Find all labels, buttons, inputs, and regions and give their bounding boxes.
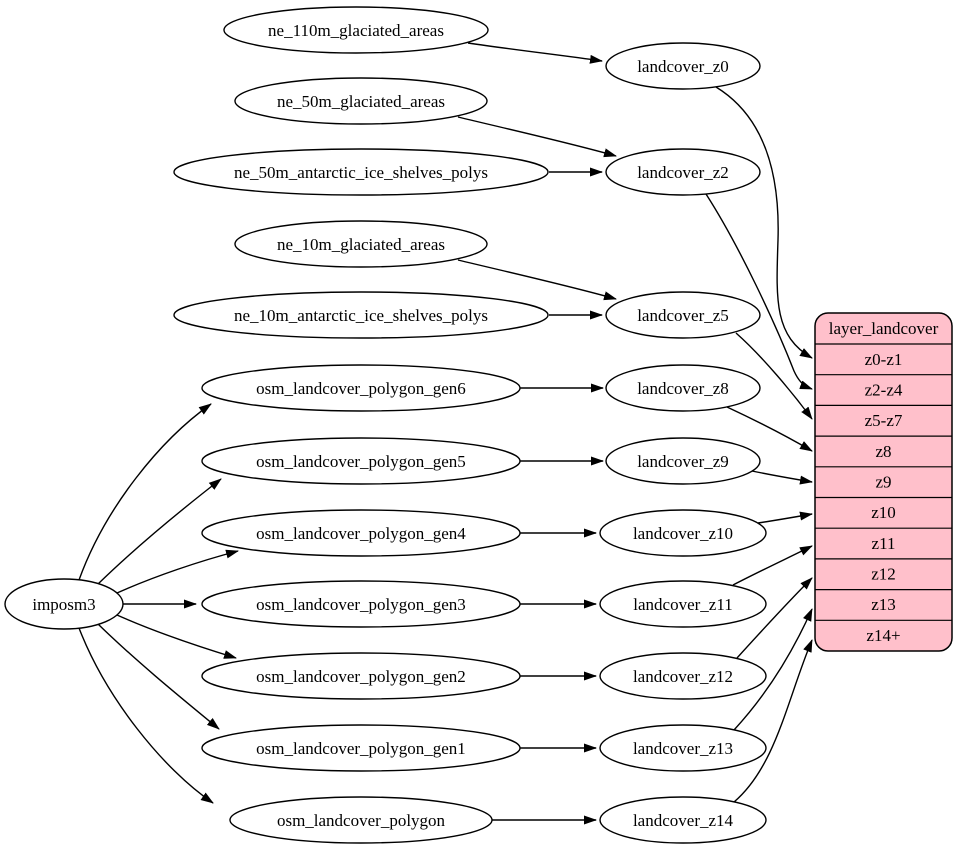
record-layer-landcover: layer_landcover z0-z1 z2-z4 z5-z7 z8 z9 … [814,312,953,652]
node-osm-landcover-polygon-gen6: osm_landcover_polygon_gen6 [201,364,521,412]
record-row-z11: z11 [872,534,896,553]
node-osm-landcover-polygon-gen5: osm_landcover_polygon_gen5 [201,437,521,485]
node-osm-landcover-polygon-gen1: osm_landcover_polygon_gen1 [201,724,521,772]
edge-landcover-z9-to-row-z9 [751,470,813,485]
node-osm-landcover-polygon: osm_landcover_polygon [229,796,493,844]
edge-imposm3-to-gen4 [116,549,239,594]
node-landcover-z12: landcover_z12 [599,652,767,700]
node-label: landcover_z2 [637,163,729,182]
edge-landcover-z14-to-row-z14plus [733,639,813,803]
edge-imposm3-to-gen2 [116,614,237,659]
edge-landcover-z0-to-row-z0-z1 [715,86,813,359]
record-body [814,312,953,652]
edge-landcover-z8-to-row-z8 [726,406,813,452]
node-landcover-z14: landcover_z14 [599,796,767,844]
node-landcover-z10: landcover_z10 [599,509,767,557]
edge-landcover-z12-to-row-z12 [736,577,813,659]
edge-imposm3-to-gen5 [97,478,222,585]
node-label: osm_landcover_polygon_gen2 [256,667,466,686]
edge-imposm3-to-gen6 [78,403,212,581]
edges [78,42,813,825]
record-title: layer_landcover [829,319,939,338]
node-label: landcover_z14 [633,811,734,830]
node-label: landcover_z12 [633,667,733,686]
edge-landcover-z5-to-row-z5-z7 [735,332,813,420]
node-label: ne_110m_glaciated_areas [268,21,444,40]
node-label: osm_landcover_polygon_gen4 [256,524,466,543]
record-row-z13: z13 [871,595,896,614]
node-landcover-z8: landcover_z8 [605,364,761,412]
node-label: imposm3 [32,595,95,614]
edge-landcover-z10-to-row-z10 [757,511,813,524]
node-label: ne_50m_glaciated_areas [277,92,445,111]
edge-ne50m-glaciated-to-landcover-z2 [457,116,617,158]
node-ne-50m-glaciated-areas: ne_50m_glaciated_areas [234,77,488,125]
edge-landcover-z13-to-row-z13 [733,608,813,731]
node-label: landcover_z5 [637,306,729,325]
node-label: landcover_z10 [633,524,733,543]
node-label: landcover_z13 [633,739,733,758]
node-label: osm_landcover_polygon_gen3 [256,595,466,614]
edge-landcover-z11-to-row-z11 [732,545,813,586]
record-row-z8: z8 [875,442,891,461]
edge-ne110m-glaciated-to-landcover-z0 [467,42,603,64]
edge-landcover-z2-to-row-z2-z4 [705,193,813,390]
edge-imposm3-to-osm-landcover-polygon [78,627,214,804]
node-landcover-z5: landcover_z5 [605,291,761,339]
node-imposm3: imposm3 [4,578,124,630]
record-row-z0-z1: z0-z1 [865,350,903,369]
node-label: ne_10m_antarctic_ice_shelves_polys [234,306,488,325]
node-label: landcover_z9 [637,452,729,471]
node-landcover-z13: landcover_z13 [599,724,767,772]
node-label: ne_10m_glaciated_areas [277,235,445,254]
node-ne-50m-antarctic-ice-shelves-polys: ne_50m_antarctic_ice_shelves_polys [173,148,549,196]
node-landcover-z2: landcover_z2 [605,148,761,196]
node-ne-10m-glaciated-areas: ne_10m_glaciated_areas [234,220,488,268]
node-label: landcover_z8 [637,379,729,398]
node-ne-110m-glaciated-areas: ne_110m_glaciated_areas [223,6,489,54]
node-label: osm_landcover_polygon_gen6 [256,379,466,398]
node-label: ne_50m_antarctic_ice_shelves_polys [234,163,488,182]
edge-ne10m-glaciated-to-landcover-z5 [457,259,617,301]
node-label: osm_landcover_polygon [277,811,446,830]
record-row-z9: z9 [875,473,891,492]
node-landcover-z11: landcover_z11 [599,580,767,628]
record-row-z10: z10 [871,503,896,522]
node-osm-landcover-polygon-gen2: osm_landcover_polygon_gen2 [201,652,521,700]
node-label: landcover_z0 [637,57,729,76]
node-landcover-z0: landcover_z0 [605,42,761,90]
record-row-z5-z7: z5-z7 [865,411,903,430]
edge-imposm3-to-gen1 [97,623,220,730]
node-landcover-z9: landcover_z9 [605,437,761,485]
node-label: osm_landcover_polygon_gen1 [256,739,466,758]
node-label: osm_landcover_polygon_gen5 [256,452,466,471]
record-row-z12: z12 [871,565,896,584]
node-label: landcover_z11 [633,595,732,614]
record-row-z14plus: z14+ [866,626,900,645]
node-osm-landcover-polygon-gen3: osm_landcover_polygon_gen3 [201,580,521,628]
node-osm-landcover-polygon-gen4: osm_landcover_polygon_gen4 [201,509,521,557]
record-row-z2-z4: z2-z4 [865,381,903,400]
node-ne-10m-antarctic-ice-shelves-polys: ne_10m_antarctic_ice_shelves_polys [173,291,549,339]
